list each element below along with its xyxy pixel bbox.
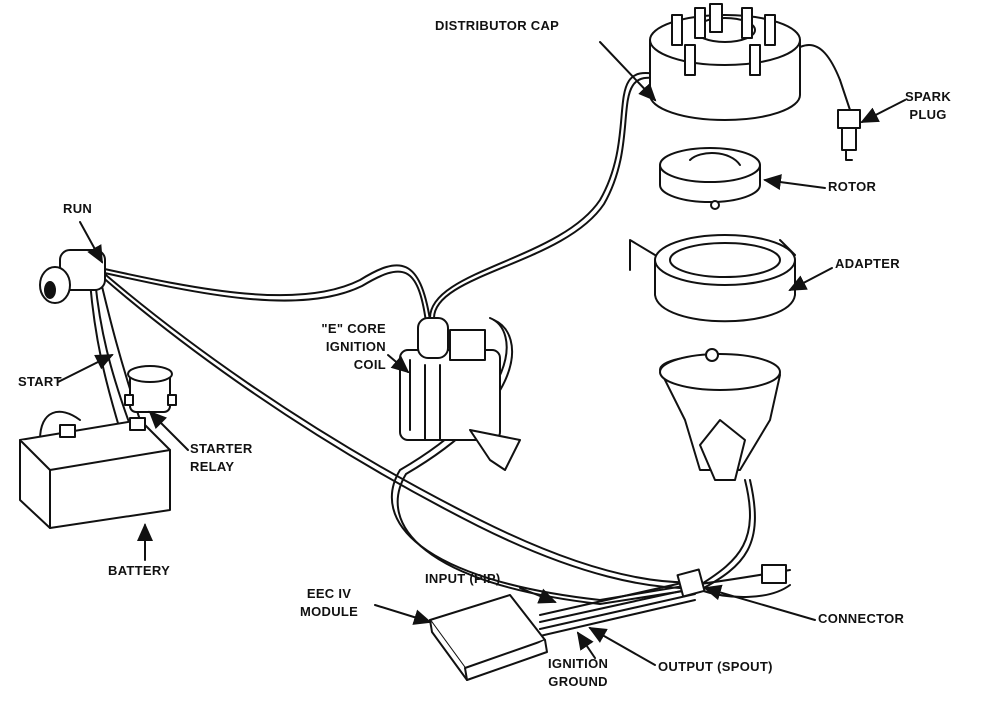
label-adapter: ADAPTER [835,256,900,271]
label-spark-plug-line1: SPARK [905,89,952,104]
eec-iv-module [429,594,548,681]
rotor [659,147,761,210]
label-input-pip: INPUT (PIP) [425,571,501,586]
label-starter-relay-line1: STARTER [190,441,253,456]
label-starter-relay: STARTER RELAY [190,440,253,476]
label-ignition-ground: IGNITION GROUND [548,655,608,691]
battery [19,417,171,529]
label-spark-plug: SPARK PLUG [905,88,951,124]
label-spark-plug-line2: PLUG [909,107,947,122]
connector-block [676,568,706,598]
label-battery: BATTERY [108,563,171,578]
adapter [629,234,796,323]
ignition-coil [399,317,521,471]
label-eec-line2: MODULE [300,604,359,619]
label-ignition-coil: "E" CORE IGNITION COIL [298,320,386,374]
label-starter-relay-line2: RELAY [190,459,235,474]
distributor-body [659,348,781,481]
starter-relay [124,365,177,413]
label-run: RUN [63,201,93,216]
label-rotor: ROTOR [828,179,877,194]
spark-plug [837,109,861,161]
label-output-spout: OUTPUT (SPOUT) [658,659,773,674]
label-distributor-cap: DISTRIBUTOR CAP [435,18,560,33]
label-eec-module: EEC IV MODULE [300,585,358,621]
label-coil-line2: IGNITION [325,339,386,354]
label-ground-line1: IGNITION [548,656,609,671]
ignition-switch [39,249,106,304]
label-start: START [18,374,62,389]
label-connector: CONNECTOR [818,611,905,626]
distributor-cap [649,3,801,121]
label-coil-line1: "E" CORE [321,321,386,336]
label-coil-line3: COIL [353,357,386,372]
label-ground-line2: GROUND [548,674,608,689]
label-eec-line1: EEC IV [306,586,352,601]
connector-plug [761,564,787,584]
leader-lines [57,41,906,666]
